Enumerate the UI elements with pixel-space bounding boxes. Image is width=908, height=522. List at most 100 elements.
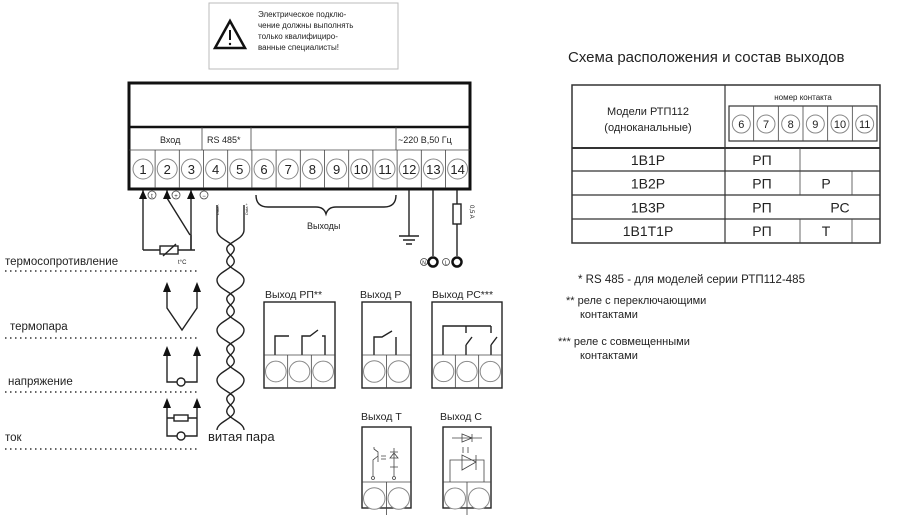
neutral-label: N bbox=[422, 261, 426, 267]
terminal-9: 9 bbox=[324, 150, 348, 188]
contact-number: 6 bbox=[738, 119, 744, 131]
data-plus-label: Data + bbox=[244, 202, 249, 215]
warning-triangle-icon bbox=[212, 18, 248, 50]
input-label: Вход bbox=[160, 135, 181, 145]
terminal-number: 6 bbox=[260, 162, 267, 177]
contact-header: номер контакта bbox=[774, 93, 832, 102]
warning-line: ванные специалисты! bbox=[258, 43, 339, 52]
current-source-icon bbox=[176, 431, 186, 441]
terminal-number: 7 bbox=[285, 162, 292, 177]
model-cell: 1В2Р bbox=[631, 176, 665, 192]
terminal-screw bbox=[433, 360, 455, 383]
terminal-screw bbox=[387, 360, 410, 383]
terminal-screw bbox=[444, 487, 466, 510]
terminal-screw bbox=[468, 487, 490, 510]
output-rp: Выход РП** bbox=[263, 289, 336, 389]
terminal-screw bbox=[456, 360, 478, 383]
contact-number: 7 bbox=[763, 119, 769, 131]
terminal-1: 1 bbox=[132, 158, 154, 180]
outputs-table: Модели РТП112 (одноканальные) номер конт… bbox=[571, 84, 881, 244]
terminal-number: 13 bbox=[426, 162, 440, 177]
optotransistor-icon bbox=[371, 447, 399, 480]
contact-number: 8 bbox=[788, 119, 794, 131]
output-label: Выход Р bbox=[360, 289, 401, 301]
footnotes: * RS 485 - для моделей серии РТП112-485 … bbox=[558, 274, 805, 362]
output-terminals bbox=[443, 481, 491, 515]
rs485-label: RS 485* bbox=[207, 135, 241, 145]
output-r: Выход Р bbox=[360, 289, 412, 389]
voltage-source-icon bbox=[176, 377, 186, 387]
terminal-screw bbox=[312, 360, 334, 383]
terminal-number: 1 bbox=[139, 162, 146, 177]
terminal-screw bbox=[288, 360, 311, 383]
output-t: Выход Т bbox=[361, 411, 412, 515]
output-terminals bbox=[432, 354, 502, 388]
sensor-current: ток bbox=[5, 432, 23, 444]
terminal-screw bbox=[265, 360, 287, 383]
footnote: контактами bbox=[580, 309, 638, 321]
contacts-9-11-cell: Т bbox=[822, 223, 831, 239]
line-terminal bbox=[451, 256, 463, 268]
input-connections: t + − t°C bbox=[139, 190, 209, 441]
model-cell: 1В3Р bbox=[631, 199, 665, 215]
contacts-6-8-cell: РП bbox=[752, 152, 771, 168]
contacts-9-11-cell: РС bbox=[830, 199, 849, 215]
rtd-mark: t°C bbox=[178, 260, 187, 266]
terminal-7: 7 bbox=[275, 150, 299, 188]
output-terminals bbox=[362, 481, 411, 515]
output-label: Выход РС*** bbox=[432, 289, 493, 301]
line-label: L bbox=[445, 261, 448, 267]
model-cell: 1В1Р bbox=[631, 152, 665, 168]
contacts-9-11-cell: Р bbox=[821, 176, 830, 192]
contact-number: 10 bbox=[834, 119, 846, 131]
table-row: 1В1Р РП bbox=[631, 152, 772, 168]
terminal-5: 5 bbox=[227, 150, 251, 188]
optosimistor-icon bbox=[449, 433, 485, 482]
table-row: 1В3Р РП РС bbox=[631, 199, 850, 215]
footnote: контактами bbox=[580, 350, 638, 362]
fuse-icon bbox=[452, 203, 462, 225]
terminal-screw bbox=[387, 487, 410, 510]
sensor-labels: термосопротивление термопара напряжение … bbox=[5, 256, 200, 450]
terminal-6: 6 bbox=[251, 150, 275, 188]
power-label: ~220 В,50 Гц bbox=[398, 135, 452, 145]
contact-number: 9 bbox=[812, 119, 818, 131]
terminal-number: 9 bbox=[333, 162, 340, 177]
terminal-number: 14 bbox=[450, 162, 464, 177]
terminal-number: 5 bbox=[236, 162, 243, 177]
terminal-number: 8 bbox=[309, 162, 316, 177]
terminal-screw bbox=[479, 360, 502, 383]
footnote: ** реле с переключающими bbox=[566, 295, 706, 307]
terminal-number: 4 bbox=[212, 162, 219, 177]
terminal-2: 2 bbox=[154, 150, 178, 188]
terminal-number: 11 bbox=[378, 162, 392, 177]
contacts-6-8-cell: РП bbox=[752, 176, 771, 192]
footnote: *** реле с совмещенными bbox=[558, 336, 690, 348]
terminal-13: 13 bbox=[420, 150, 444, 188]
contact-number: 11 bbox=[859, 119, 870, 131]
model-header: Модели РТП112 bbox=[607, 106, 689, 118]
input-mark: + bbox=[174, 194, 178, 200]
terminal-11: 11 bbox=[372, 150, 396, 188]
terminal-4: 4 bbox=[203, 150, 227, 188]
outputs-label: Выходы bbox=[307, 221, 340, 231]
terminal-number: 3 bbox=[188, 162, 195, 177]
output-label: Выход С bbox=[440, 411, 482, 423]
output-label: Выход РП** bbox=[265, 289, 322, 301]
terminal-number: 2 bbox=[164, 162, 171, 177]
resistor-icon bbox=[159, 245, 179, 255]
terminal-14: 14 bbox=[445, 150, 469, 188]
data-minus-label: Data - bbox=[215, 203, 220, 215]
terminal-screw bbox=[363, 487, 386, 510]
twisted-pair-label: витая пара bbox=[208, 429, 275, 444]
sensor-thermocouple: термопара bbox=[10, 321, 68, 333]
terminal-number: 10 bbox=[354, 162, 368, 177]
terminal-number: 12 bbox=[402, 162, 416, 177]
input-mark: t bbox=[151, 194, 153, 200]
shunt-resistor-icon bbox=[173, 414, 189, 422]
contacts-6-8-cell: РП bbox=[752, 199, 771, 215]
twisted-pair: Data - Data + витая пара bbox=[208, 202, 275, 444]
power-connections: 0,5 A N L bbox=[399, 190, 474, 268]
